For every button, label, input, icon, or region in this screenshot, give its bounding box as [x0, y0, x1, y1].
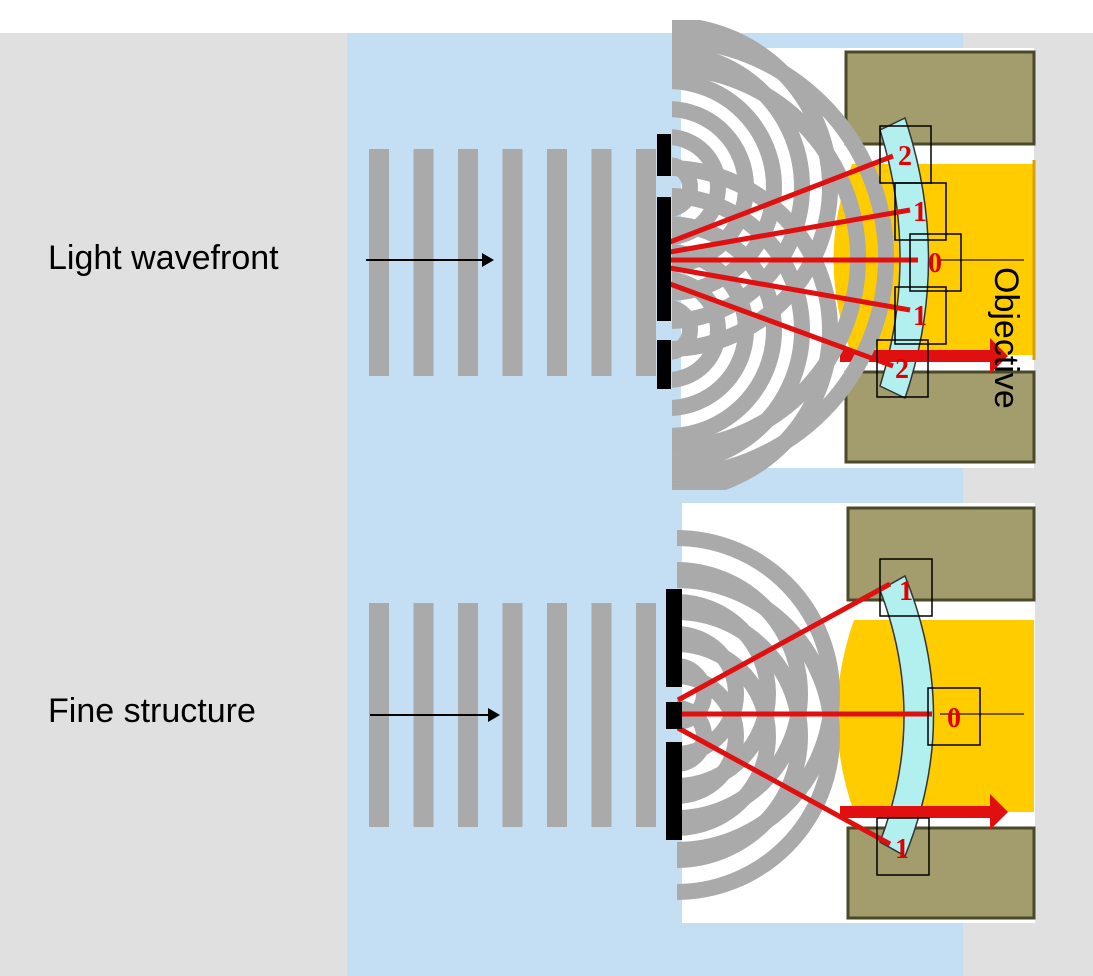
incident-arrow-bottom-icon [370, 708, 500, 722]
wavefront-bar [636, 603, 656, 827]
order-box [927, 687, 981, 746]
diffracted-wave-arc [672, 272, 726, 388]
diffracted-wave-arc [677, 658, 712, 730]
grating-bar [666, 702, 682, 729]
order-label-2-lower: 2 [895, 354, 909, 385]
diffracted-wave-arc [677, 572, 840, 900]
order-label-2-upper: 2 [898, 141, 912, 172]
diffraction-rays-top [669, 153, 918, 369]
order-box [894, 286, 947, 345]
diffracted-wave-arc [672, 129, 726, 245]
ray-order-2-lower [669, 281, 894, 369]
objective-label: Objective [987, 267, 1025, 409]
grating-bar [657, 340, 671, 389]
grating-top [657, 134, 671, 389]
wavefront-bar [591, 149, 612, 376]
objective-bottom [837, 506, 1036, 920]
diffracted-wave-arc [672, 244, 754, 416]
wavefront-bar [458, 149, 478, 376]
order-box [879, 558, 933, 617]
housing-lower [846, 826, 1036, 920]
wavefront-bar [547, 149, 567, 376]
diffracted-wave-arc [672, 73, 782, 301]
grating-bar [666, 742, 682, 840]
ray-order-2-upper [669, 153, 894, 245]
housing-upper [846, 506, 1036, 602]
lens-body [837, 620, 1034, 812]
order-box [894, 182, 947, 241]
diffracted-wave-arc [677, 700, 712, 772]
diffracted-wave-arc [677, 604, 808, 868]
order-box [876, 339, 929, 398]
fine-structure-label: Fine structure [48, 692, 256, 730]
diffracted-wave-arc [672, 157, 698, 217]
diffracted-wave-arc [677, 668, 744, 804]
diffraction-rays-bottom [676, 581, 932, 847]
wavefront-bar [502, 149, 523, 376]
diffracted-wave-arc [672, 45, 810, 329]
ray-order-1-lower [676, 725, 892, 847]
wavefront-bar [636, 149, 656, 376]
diffracted-wave-arc [672, 216, 782, 444]
order-markers-top: 2 1 0 1 2 [876, 125, 962, 398]
wavefront-bar [591, 603, 612, 827]
diffracted-wave-arc [677, 594, 776, 794]
wavefront-bar [502, 603, 523, 827]
light-arrow-icon [840, 338, 1008, 374]
wavefront-bar [369, 149, 389, 376]
order-label-1-lower: 1 [913, 301, 927, 332]
order-label-1-lower: 1 [895, 834, 909, 865]
grating-bar [666, 589, 682, 687]
order-label-1-upper: 1 [913, 197, 927, 228]
order-box [876, 817, 930, 876]
light-wavefront-label: Light wavefront [48, 239, 279, 277]
diffracted-waves-bottom [677, 530, 840, 900]
incident-arrow-top-icon [366, 253, 494, 267]
grating-bar [657, 134, 671, 176]
diffracted-wave-arc [672, 160, 838, 490]
order-label-0: 0 [947, 703, 961, 734]
ray-order-1-lower [669, 265, 911, 313]
wavefront-bar [547, 603, 567, 827]
order-markers-bottom: 1 0 1 [876, 558, 981, 876]
ray-order-1-upper [676, 581, 892, 703]
ray-order-1-upper [669, 207, 911, 255]
incoming-wavefront-top [369, 149, 656, 376]
order-box [909, 233, 962, 292]
diffracted-wave-arc [677, 626, 744, 762]
wavefront-bar [413, 149, 434, 376]
order-label-1-upper: 1 [899, 576, 913, 607]
light-arrow-icon [840, 794, 1008, 830]
diffracted-wave-arc [672, 300, 698, 360]
grating-bar [657, 197, 671, 321]
diffracted-wave-arc [672, 20, 838, 357]
housing-upper [844, 50, 1036, 146]
diffracted-wave-arc [677, 636, 776, 836]
order-label-0: 0 [928, 248, 942, 279]
grating-bottom [666, 589, 682, 840]
